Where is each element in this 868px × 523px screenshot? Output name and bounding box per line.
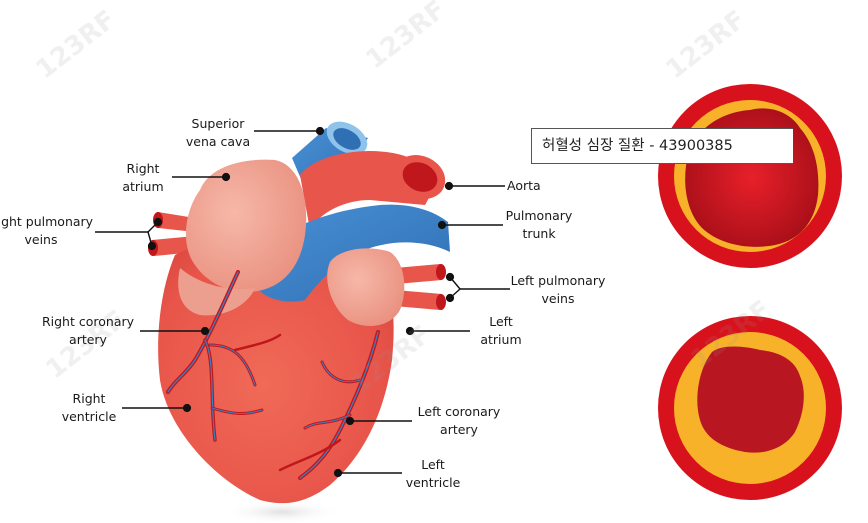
- label-left-ventricle: Left ventricle: [402, 456, 464, 492]
- label-right-pulmonary-veins: Right pulmonary veins: [0, 213, 96, 249]
- label-left-pulmonary-veins-line2: veins: [541, 291, 575, 306]
- label-left-pulmonary-veins-line1: Left pulmonary: [510, 273, 606, 288]
- label-right-pulmonary-veins-line1: Right pulmonary: [0, 214, 94, 229]
- label-left-ventricle-line1: Left: [421, 457, 445, 472]
- label-left-coronary-artery-line1: Left coronary: [417, 404, 501, 419]
- label-left-atrium-line1: Left: [489, 314, 513, 329]
- left-atrium-shape: [327, 248, 405, 326]
- label-left-coronary-artery: Left coronary artery: [412, 403, 506, 439]
- label-superior-vena-cava: Superior vena cava: [182, 115, 254, 151]
- left-coronary-vessels: [278, 330, 380, 480]
- right-atrium-lower-shape: [178, 268, 255, 316]
- label-right-coronary-artery-line1: Right coronary: [41, 314, 135, 329]
- label-right-atrium-line1: Right: [126, 161, 160, 176]
- label-right-coronary-artery-line2: artery: [69, 332, 107, 347]
- label-left-ventricle-line2: ventricle: [405, 475, 461, 490]
- label-right-ventricle-line2: ventricle: [61, 409, 117, 424]
- label-aorta: Aorta: [507, 178, 541, 193]
- label-right-atrium: Right atrium: [114, 160, 172, 196]
- image-caption: 허혈성 심장 질환 - 43900385: [531, 128, 793, 164]
- label-left-coronary-artery-line2: artery: [440, 422, 478, 437]
- label-right-coronary-artery: Right coronary artery: [36, 313, 140, 349]
- aorta-shape: [300, 151, 446, 230]
- label-right-ventricle: Right ventricle: [56, 390, 122, 426]
- artery-cross-section-severe: [658, 316, 842, 500]
- left-pulmonary-veins-shape: [394, 264, 446, 310]
- label-pulmonary-trunk: Pulmonary trunk: [503, 207, 575, 243]
- label-superior-vena-cava-line1: Superior: [191, 116, 245, 131]
- label-left-atrium-line2: atrium: [480, 332, 522, 347]
- label-left-atrium: Left atrium: [472, 313, 530, 349]
- label-leaders: [95, 126, 510, 478]
- right-atrium-shape: [185, 159, 307, 293]
- label-right-pulmonary-veins-line2: veins: [24, 232, 58, 247]
- label-pulmonary-trunk-line1: Pulmonary: [505, 208, 573, 223]
- label-right-ventricle-line1: Right: [72, 391, 106, 406]
- right-coronary-vessels: [166, 270, 282, 442]
- label-left-pulmonary-veins: Left pulmonary veins: [508, 272, 608, 308]
- label-superior-vena-cava-line2: vena cava: [185, 134, 251, 149]
- artery-cross-section-mild: [658, 84, 842, 268]
- label-right-atrium-line2: atrium: [122, 179, 164, 194]
- label-pulmonary-trunk-line2: trunk: [522, 226, 556, 241]
- heart-shadow: [222, 500, 342, 523]
